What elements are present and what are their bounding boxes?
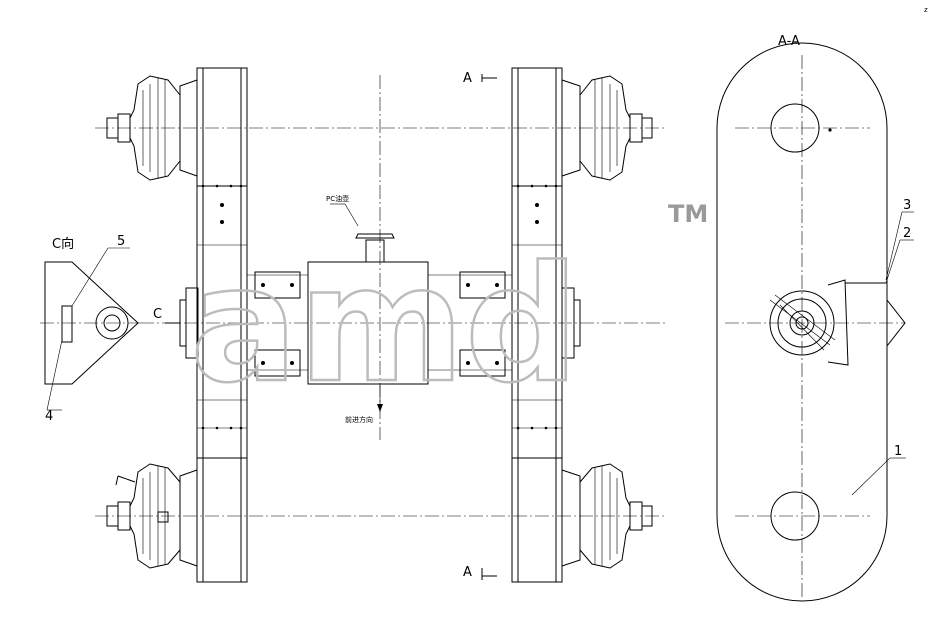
callout-5: 5 [117, 234, 125, 249]
view-c-detail [44, 247, 139, 411]
callout-3: 3 [903, 198, 911, 213]
section-cut-markers [165, 74, 497, 580]
central-body [247, 233, 512, 385]
callout-2: 2 [903, 226, 911, 241]
oil-cup-note: PC油壶 [326, 194, 349, 203]
view-c-marker: C [153, 307, 162, 322]
section-title-a-a: A-A [778, 34, 800, 49]
section-a-a-view [716, 42, 914, 602]
left-beam [179, 185, 248, 459]
right-top-wheel [511, 67, 653, 187]
view-c-title: C向 [52, 236, 74, 252]
direction-arrow [330, 203, 383, 412]
callout-4: 4 [45, 409, 53, 424]
bolt-dots [201, 184, 558, 430]
forward-direction-note: 前进方向 [345, 415, 373, 424]
left-bottom-wheel [106, 457, 248, 583]
cut-label-bottom: A [463, 565, 472, 580]
watermark-logo: amd [190, 231, 579, 418]
watermark-trademark: TM [668, 200, 708, 228]
callout-1: 1 [894, 444, 902, 459]
right-beam [511, 185, 581, 459]
cut-label-top: A [463, 71, 472, 86]
left-top-wheel [106, 67, 248, 187]
right-bottom-wheel [511, 457, 653, 583]
corner-mark: z [924, 6, 928, 14]
